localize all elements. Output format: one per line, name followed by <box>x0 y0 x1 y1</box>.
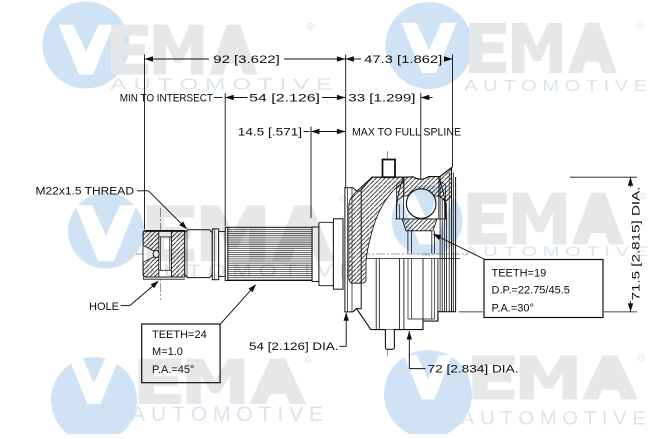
svg-text:A U T O M O T I V E: A U T O M O T I V E <box>464 244 648 259</box>
svg-text:A U T O M O T I V E: A U T O M O T I V E <box>464 78 647 95</box>
svg-text:R: R <box>306 358 310 364</box>
svg-text:R: R <box>308 25 312 31</box>
svg-text:MIN TO INTERSECT: MIN TO INTERSECT <box>120 92 214 104</box>
svg-text:R: R <box>639 356 643 362</box>
svg-text:P.A.=30°: P.A.=30° <box>492 302 534 314</box>
svg-text:D.P.=22.75/45.5: D.P.=22.75/45.5 <box>492 285 570 297</box>
svg-text:54 [2.126] DIA.: 54 [2.126] DIA. <box>249 341 339 353</box>
svg-text:A U T O M O T I V E: A U T O M O T I V E <box>142 260 355 280</box>
svg-text:71.5 [2.815] DIA.: 71.5 [2.815] DIA. <box>631 187 643 301</box>
svg-text:MAX TO FULL SPLINE: MAX TO FULL SPLINE <box>352 126 461 138</box>
svg-text:R: R <box>641 194 645 200</box>
svg-text:TEETH=24: TEETH=24 <box>152 329 207 341</box>
svg-text:14.5 [.571]: 14.5 [.571] <box>238 126 302 138</box>
svg-text:A U T O M O T I V E: A U T O M O T I V E <box>461 409 646 430</box>
svg-text:33 [1.299]: 33 [1.299] <box>348 92 415 104</box>
svg-text:TEETH=19: TEETH=19 <box>492 267 547 279</box>
svg-text:R: R <box>341 197 345 203</box>
svg-text:HOLE: HOLE <box>89 301 119 313</box>
svg-text:A U T O M O T I V E: A U T O M O T I V E <box>110 76 332 93</box>
svg-text:R: R <box>638 23 642 29</box>
svg-text:A U T O M O T I V E: A U T O M O T I V E <box>131 403 323 426</box>
svg-text:M=1.0: M=1.0 <box>152 346 183 358</box>
svg-text:54 [2.126]: 54 [2.126] <box>249 92 320 104</box>
